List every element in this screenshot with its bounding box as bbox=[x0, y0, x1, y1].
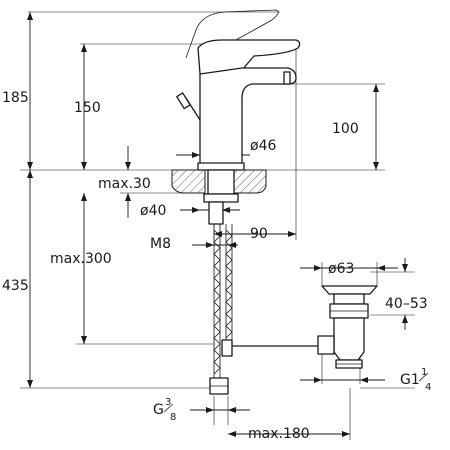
countertop-section bbox=[171, 169, 267, 194]
dim-max-waste-offset: max.180 bbox=[248, 426, 310, 442]
supply-thread-num: 3 bbox=[165, 397, 171, 408]
dim-supply-thread: G 3 8 bbox=[153, 397, 176, 423]
waste-thread-main: G1 bbox=[400, 372, 420, 388]
dim-body-height: 100 bbox=[332, 121, 359, 137]
waste-assembly bbox=[317, 285, 378, 369]
dim-spout-reach: 90 bbox=[250, 226, 268, 242]
dimension-lines bbox=[27, 12, 408, 440]
mounting-assembly bbox=[203, 169, 318, 395]
dim-body-diameter: ø46 bbox=[250, 138, 276, 154]
dim-spout-height: 150 bbox=[74, 100, 101, 116]
dim-total-height: 185 bbox=[2, 90, 29, 106]
supply-thread-den: 8 bbox=[170, 412, 176, 423]
waste-thread-num: 1 bbox=[421, 367, 427, 378]
supply-thread-main: G bbox=[153, 402, 164, 418]
dim-total-depth: 435 bbox=[2, 278, 29, 294]
extension-lines bbox=[20, 11, 415, 389]
dim-max-hose: max.300 bbox=[50, 251, 112, 267]
dim-waste-thread: G1 1 4 bbox=[400, 367, 431, 393]
waste-thread-den: 4 bbox=[425, 382, 431, 393]
dim-waste-height: 40–53 bbox=[385, 296, 428, 312]
faucet-body bbox=[176, 9, 301, 171]
dim-max-deck: max.30 bbox=[98, 176, 151, 192]
dim-waste-diameter: ø63 bbox=[328, 261, 354, 277]
dim-hole-diameter: ø40 bbox=[140, 203, 166, 219]
dim-fixing-thread: M8 bbox=[150, 236, 171, 252]
